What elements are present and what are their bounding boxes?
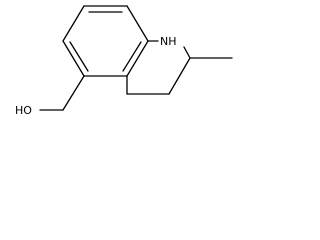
atom-label-ho: HO [15, 104, 32, 115]
bond-n-c2ring [183, 46, 191, 59]
bond-c5-c6 [62, 40, 85, 77]
bond-c5-ch2 [62, 75, 85, 111]
structure-canvas: NH HO [0, 0, 240, 115]
bond-c3-c4 [126, 40, 149, 77]
atom-label-nh: NH [160, 35, 177, 48]
double-bond-inner-right [122, 41, 142, 72]
bond-c2ring-c3ring [168, 57, 191, 95]
bond-c2-c3 [126, 5, 149, 42]
structure-drawing: NH HO [15, 5, 233, 115]
bond-c6-c1 [62, 5, 85, 42]
double-bond-inner-left [69, 41, 89, 72]
